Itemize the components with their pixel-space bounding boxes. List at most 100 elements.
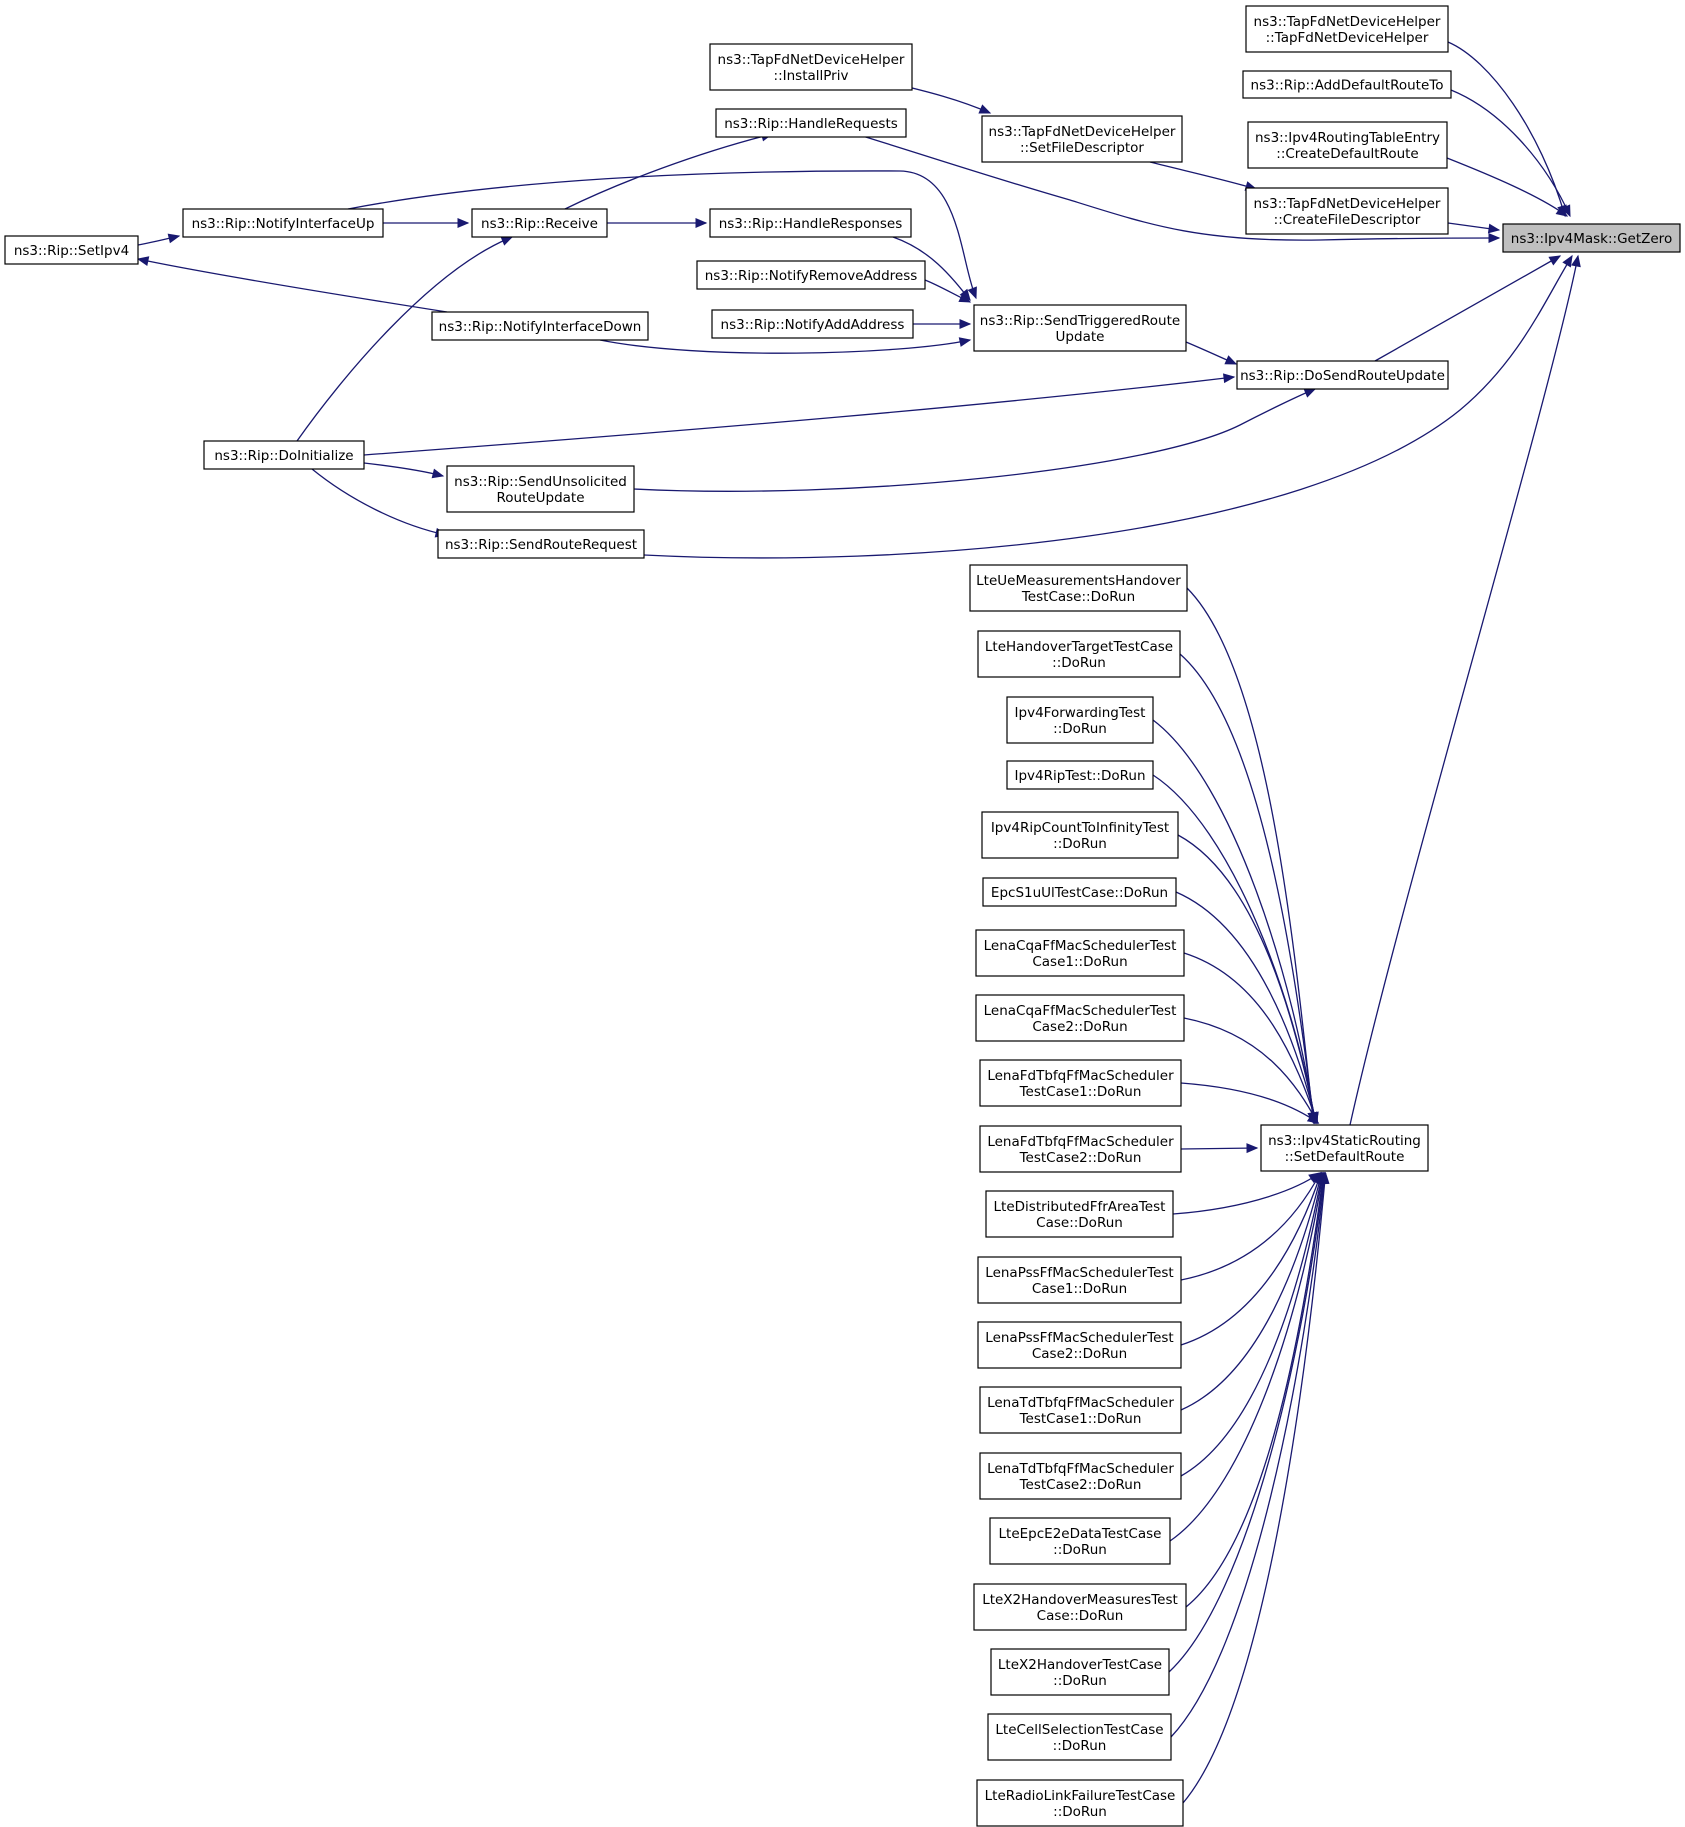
node-t5[interactable]: Ipv4RipCountToInfinityTest::DoRun [981, 811, 1179, 859]
node-box [990, 1648, 1170, 1696]
edge-t14-to-setdefaultroute [1180, 1171, 1324, 1411]
node-setipv4[interactable]: ns3::Rip::SetIpv4 [4, 235, 139, 265]
node-tapctor[interactable]: ns3::TapFdNetDeviceHelper::TapFdNetDevic… [1245, 5, 1449, 53]
node-handlerequests[interactable]: ns3::Rip::HandleRequests [715, 108, 907, 138]
node-handleresponses[interactable]: ns3::Rip::HandleResponses [709, 208, 912, 238]
node-label: Ipv4RipCountToInfinityTest [991, 820, 1169, 836]
node-box [973, 1583, 1187, 1631]
edge-notifyup-to-sendtriggered [347, 170, 977, 300]
node-label: LteHandoverTargetTestCase [985, 639, 1173, 655]
node-setfd[interactable]: ns3::TapFdNetDeviceHelper::SetFileDescri… [981, 115, 1183, 163]
node-box [977, 1256, 1182, 1304]
node-setdefaultroute[interactable]: ns3::Ipv4StaticRouting::SetDefaultRoute [1260, 1124, 1429, 1172]
node-label: LenaCqaFfMacSchedulerTest [984, 1003, 1177, 1019]
arrowhead-icon [457, 218, 470, 228]
node-t20[interactable]: LteRadioLinkFailureTestCase::DoRun [976, 1779, 1184, 1827]
node-doinit[interactable]: ns3::Rip::DoInitialize [203, 440, 365, 470]
node-t2[interactable]: LteHandoverTargetTestCase::DoRun [977, 630, 1181, 678]
node-label: ns3::Rip::AddDefaultRouteTo [1251, 78, 1444, 94]
node-t4[interactable]: Ipv4RipTest::DoRun [1006, 760, 1154, 790]
edge-line [1349, 255, 1579, 1126]
node-box [973, 304, 1187, 352]
edge-createfd-to-getzero [1447, 222, 1501, 234]
edge-line [1170, 1172, 1326, 1738]
node-t19[interactable]: LteCellSelectionTestCase::DoRun [987, 1713, 1172, 1761]
node-createdefault[interactable]: ns3::Ipv4RoutingTableEntry::CreateDefaul… [1247, 121, 1448, 169]
node-t6[interactable]: EpcS1uUlTestCase::DoRun [982, 877, 1177, 907]
edge-sendrouterequest-to-getzero [643, 254, 1573, 559]
node-label: ns3::Rip::NotifyInterfaceUp [192, 216, 375, 232]
node-notifydown[interactable]: ns3::Rip::NotifyInterfaceDown [431, 311, 649, 341]
arrowhead-icon [1555, 205, 1569, 217]
edge-line [1180, 1172, 1321, 1281]
graph-nodes: ns3::Ipv4Mask::GetZero ns3::TapFdNetDevic… [4, 5, 1681, 1827]
node-getzero[interactable]: ns3::Ipv4Mask::GetZero [1502, 223, 1681, 253]
arrowhead-icon [167, 233, 181, 244]
node-label: LenaTdTbfqFfMacScheduler [987, 1461, 1174, 1477]
node-label: ns3::Rip::NotifyInterfaceDown [439, 319, 642, 335]
edge-t16-to-setdefaultroute [1169, 1171, 1327, 1542]
node-label: ::DoRun [1053, 1738, 1107, 1754]
node-label: ns3::Rip::HandleRequests [724, 116, 898, 132]
node-sendrouterequest[interactable]: ns3::Rip::SendRouteRequest [437, 529, 645, 559]
arrowhead-icon [136, 256, 150, 266]
node-box [982, 877, 1177, 907]
node-label: ns3::Ipv4StaticRouting [1268, 1133, 1421, 1149]
edge-doinit-to-sendunsolicited [363, 462, 445, 479]
node-label: ns3::Rip::SendUnsolicited [454, 474, 627, 490]
edge-line [1446, 157, 1568, 217]
edge-line [347, 170, 977, 299]
edge-setdefaultroute-to-getzero [1349, 254, 1581, 1126]
arrowhead-icon [695, 218, 708, 228]
node-label: LenaPssFfMacSchedulerTest [985, 1330, 1173, 1346]
node-notifyup[interactable]: ns3::Rip::NotifyInterfaceUp [182, 208, 384, 238]
arrowhead-icon [500, 236, 514, 246]
node-label: LteCellSelectionTestCase [995, 1722, 1163, 1738]
node-dosend[interactable]: ns3::Rip::DoSendRouteUpdate [1236, 360, 1449, 390]
node-box [471, 208, 608, 238]
node-label: ns3::Rip::SendRouteRequest [445, 537, 637, 553]
node-label: ns3::Ipv4Mask::GetZero [1511, 231, 1672, 247]
node-box [989, 1517, 1171, 1565]
edge-line [363, 376, 1235, 456]
node-notifyadd[interactable]: ns3::Rip::NotifyAddAddress [711, 309, 914, 339]
arrowhead-icon [978, 104, 992, 114]
node-box [975, 929, 1185, 977]
node-box [987, 1713, 1172, 1761]
node-t18[interactable]: LteX2HandoverTestCase::DoRun [990, 1648, 1170, 1696]
node-label: Ipv4RipTest::DoRun [1014, 768, 1145, 784]
node-createfd[interactable]: ns3::TapFdNetDeviceHelper::CreateFileDes… [1245, 187, 1449, 235]
node-box [977, 1321, 1182, 1369]
node-adddefault[interactable]: ns3::Rip::AddDefaultRouteTo [1242, 70, 1452, 99]
node-label: ns3::Rip::SetIpv4 [14, 243, 129, 259]
node-label: ns3::Rip::DoInitialize [214, 448, 353, 464]
node-box [979, 1059, 1182, 1107]
edge-line [564, 133, 773, 210]
arrowhead-icon [1487, 223, 1501, 234]
node-notifyremove[interactable]: ns3::Rip::NotifyRemoveAddress [696, 260, 926, 290]
arrowhead-icon [1488, 233, 1501, 243]
node-installpriv[interactable]: ns3::TapFdNetDeviceHelper::InstallPriv [709, 43, 913, 91]
arrowhead-icon [958, 292, 972, 303]
node-label: Case2::DoRun [1032, 1346, 1127, 1362]
edge-line [1169, 1172, 1324, 1542]
edge-t18-to-setdefaultroute [1168, 1171, 1328, 1673]
node-box [4, 235, 139, 265]
node-receive[interactable]: ns3::Rip::Receive [471, 208, 608, 238]
node-t3[interactable]: Ipv4ForwardingTest::DoRun [1006, 696, 1154, 744]
node-t16[interactable]: LteEpcE2eDataTestCase::DoRun [989, 1517, 1171, 1565]
edge-setipv4-to-notifyup [137, 233, 181, 246]
